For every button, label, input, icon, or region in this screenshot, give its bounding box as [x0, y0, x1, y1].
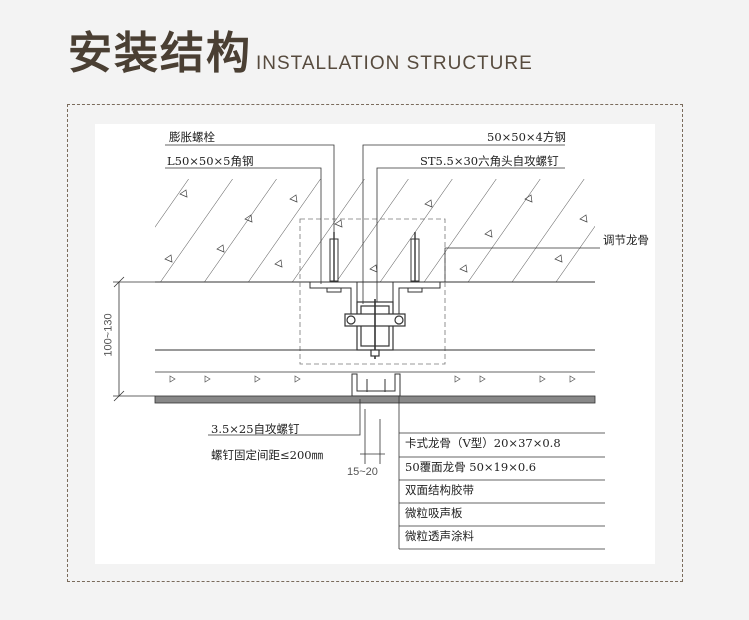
label-screw-spacing: 螺钉固定间距≤200㎜: [211, 448, 324, 462]
label-square-steel: 50×50×4方钢: [487, 130, 566, 144]
concrete-slab: [155, 179, 595, 282]
page-title: 安装结构: [68, 28, 252, 79]
height-dimension: [113, 276, 155, 402]
card-keel: [351, 373, 401, 397]
label-coating: 微粒透声涂料: [405, 529, 474, 543]
gap-dimension-label: 15~20: [347, 466, 378, 478]
page-subtitle: INSTALLATION STRUCTURE: [256, 53, 533, 74]
label-panel: 微粒吸声板: [405, 506, 463, 520]
installation-diagram: 膨胀螺栓 L50×50×5角钢 50×50×4方钢 ST5.5×30六角头自攻螺…: [95, 124, 655, 564]
diagram-drawing: [95, 124, 655, 564]
absorption-panel: [154, 395, 596, 404]
square-steel: [344, 299, 406, 359]
label-self-tap-screw: 3.5×25自攻螺钉: [211, 422, 300, 436]
label-angle-steel: L50×50×5角钢: [167, 154, 254, 168]
label-hex-screw: ST5.5×30六角头自攻螺钉: [420, 154, 559, 168]
diagram-frame: [67, 104, 683, 582]
label-tape: 双面结构胶带: [405, 483, 474, 497]
label-expansion-bolt: 膨胀螺栓: [169, 130, 215, 144]
panel-marks: [169, 375, 576, 383]
aggregate-marks: [164, 189, 588, 273]
label-adjust-keel: 调节龙骨: [603, 233, 649, 247]
label-card-keel: 卡式龙骨（V型）20×37×0.8: [405, 436, 561, 450]
label-cover-keel: 50覆面龙骨 50×19×0.6: [405, 460, 537, 474]
gap-dimension: [360, 409, 385, 464]
leader-lines: [165, 144, 605, 550]
page-header: 安装结构 INSTALLATION STRUCTURE: [68, 28, 533, 80]
height-dimension-label: 100~130: [102, 313, 115, 357]
